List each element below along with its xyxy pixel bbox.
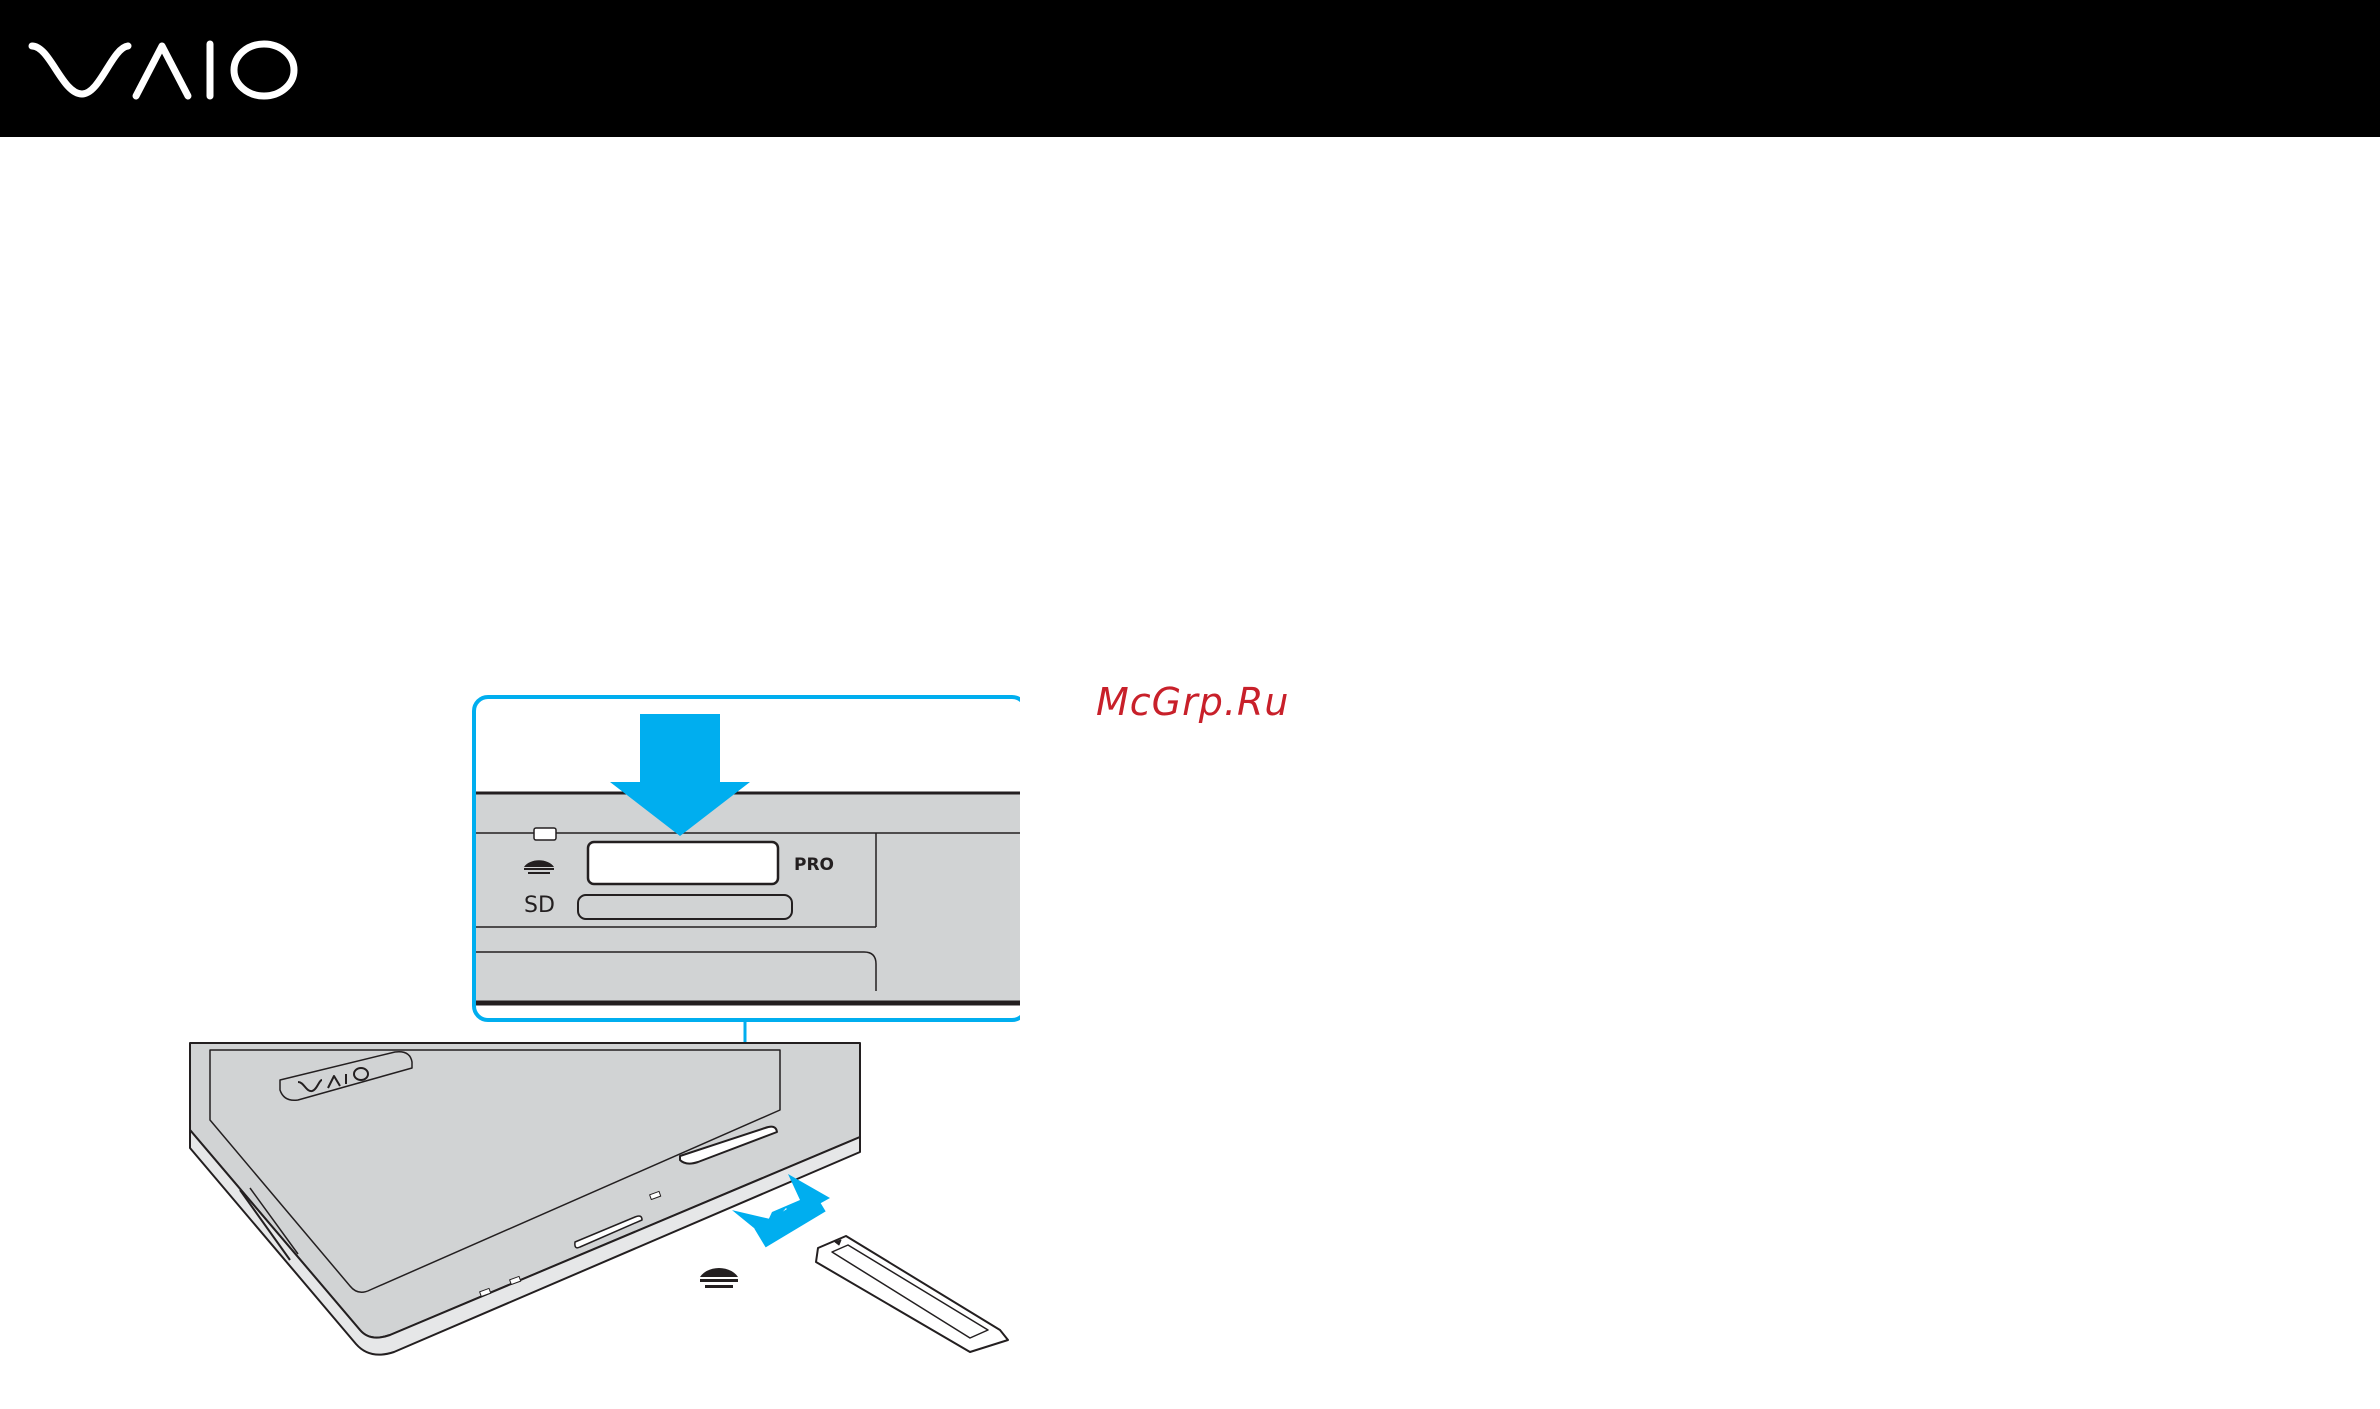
- pro-label: PRO: [794, 855, 834, 875]
- laptop: [190, 1043, 860, 1355]
- slot-detail-panel: SD PRO: [474, 697, 1020, 1020]
- memory-stick-card: [816, 1236, 1008, 1352]
- memory-stick-insertion-illustration: SD PRO: [180, 690, 1020, 1360]
- memory-stick-logo: [700, 1268, 738, 1288]
- header-bar: [0, 0, 2380, 137]
- sd-slot-label: SD: [524, 893, 555, 918]
- watermark-text: McGrp.Ru: [1096, 680, 1289, 724]
- vaio-logo: [28, 34, 300, 102]
